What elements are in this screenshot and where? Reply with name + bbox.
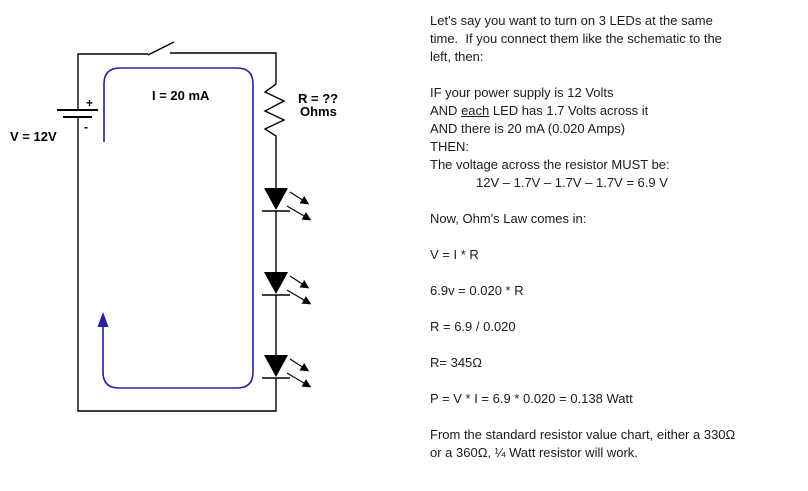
battery-minus-sign: - xyxy=(84,120,88,134)
ohms-law-step: V = I * R xyxy=(430,247,479,262)
blank-line xyxy=(430,264,802,282)
text-line: Now, Ohm's Law comes in: xyxy=(430,211,587,226)
resistor-symbol: R = ?? Ohms xyxy=(263,83,338,142)
underlined-word: each xyxy=(461,103,490,118)
led-symbol xyxy=(262,188,312,221)
ohms-law-step: 6.9v = 0.020 * R xyxy=(430,283,524,298)
led-symbol xyxy=(262,272,312,305)
text-line: time. If you connect them like the schem… xyxy=(430,31,722,46)
blank-line xyxy=(430,408,802,426)
resistor-unit-label: Ohms xyxy=(300,104,337,119)
resistor-value-label: R = ?? xyxy=(298,91,338,106)
circuit-wires xyxy=(77,52,277,412)
current-arrowhead xyxy=(97,312,109,327)
text-line: AND each LED has 1.7 Volts across it xyxy=(430,102,802,120)
text-line: AND there is 20 mA (0.020 Amps) xyxy=(430,121,626,136)
blank-line xyxy=(430,66,802,84)
text-line: or a 360Ω, ¼ Watt resistor will work. xyxy=(430,445,638,460)
battery-voltage-label: V = 12V xyxy=(10,129,57,144)
text-line: From the standard resistor value chart, … xyxy=(430,427,736,442)
explanation-text: Let's say you want to turn on 3 LEDs at … xyxy=(430,12,802,462)
battery-plus-sign: + xyxy=(86,96,93,110)
current-label: I = 20 mA xyxy=(152,88,210,103)
ohms-law-step: R= 345Ω xyxy=(430,355,482,370)
blank-line xyxy=(430,372,802,390)
ohms-law-step: R = 6.9 / 0.020 xyxy=(430,319,516,334)
text-line: The voltage across the resistor MUST be: xyxy=(430,157,670,172)
current-loop-arrow xyxy=(97,67,254,389)
text-line: left, then: xyxy=(430,49,484,64)
text-line: Let's say you want to turn on 3 LEDs at … xyxy=(430,13,713,28)
text-segment: LED has 1.7 Volts across it xyxy=(489,103,649,118)
blank-line xyxy=(430,336,802,354)
voltage-equation: 12V – 1.7V – 1.7V – 1.7V = 6.9 V xyxy=(476,175,668,190)
blank-line xyxy=(430,192,802,210)
blank-line xyxy=(430,300,802,318)
power-equation: P = V * I = 6.9 * 0.020 = 0.138 Watt xyxy=(430,391,633,406)
text-line: THEN: xyxy=(430,139,469,154)
switch-symbol xyxy=(147,41,175,56)
led-symbol xyxy=(262,355,312,388)
circuit-schematic: + - V = 12V R = ?? Ohms xyxy=(10,41,338,412)
text-segment: AND xyxy=(430,103,462,118)
battery-symbol: + - xyxy=(57,96,98,134)
text-line: IF your power supply is 12 Volts xyxy=(430,85,614,100)
blank-line xyxy=(430,228,802,246)
